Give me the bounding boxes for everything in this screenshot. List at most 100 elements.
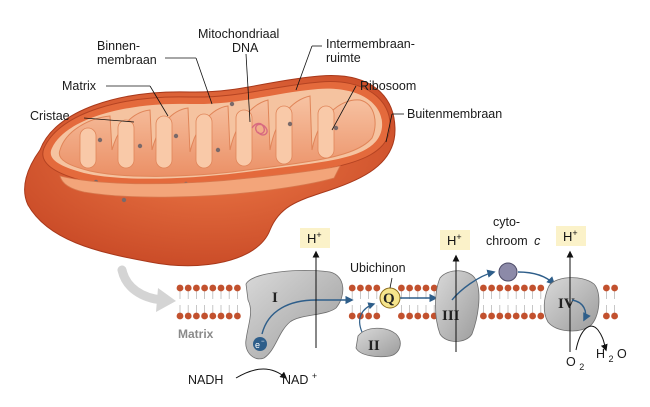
- lipid-head: [234, 312, 241, 320]
- label-cristae: Cristae: [30, 109, 70, 123]
- lipid-head: [398, 284, 405, 292]
- lipid-head: [521, 312, 528, 320]
- label-mitochondriaal-1: Mitochondriaal: [198, 27, 279, 41]
- electron-path-IV: [571, 299, 591, 322]
- lipid-head: [430, 284, 438, 292]
- hplus-3-sup: +: [572, 228, 577, 238]
- hplus-box-1: H+: [300, 228, 330, 248]
- lipid-head: [184, 312, 192, 320]
- lipid-head: [234, 284, 241, 292]
- lipid-head: [201, 312, 209, 320]
- zoom-arrow-head: [156, 288, 176, 312]
- label-buitenmembraan: Buitenmembraan: [407, 107, 502, 121]
- lipid-head: [201, 284, 209, 292]
- top-labels: [83, 45, 404, 143]
- dna-coil: [251, 122, 268, 136]
- electron-sup: −: [261, 339, 265, 345]
- lipid-head: [512, 312, 520, 320]
- lipid-head: [176, 312, 184, 320]
- lipid-head: [373, 312, 381, 320]
- label-cytochroom-1: cyto-: [493, 215, 520, 229]
- label-binnenmembraan-2: membraan: [97, 53, 157, 67]
- lipid-head: [480, 312, 487, 320]
- electron-label: e: [255, 340, 260, 350]
- lipid-head: [480, 284, 487, 292]
- electron-path-cyt: [517, 271, 556, 286]
- lipid-head: [611, 312, 618, 320]
- lipid-head: [217, 284, 225, 292]
- matrix-cristae: [58, 95, 376, 177]
- front-section: [59, 165, 341, 198]
- label-cytochroom-2-text: chroom: [486, 234, 528, 248]
- lipid-head: [348, 312, 356, 320]
- complex-II: [355, 327, 401, 358]
- lipid-head: [217, 312, 225, 320]
- lipid-head: [414, 312, 422, 320]
- o2-arrow: [575, 325, 608, 352]
- hplus-box-2: H+: [440, 230, 470, 250]
- lipid-head: [357, 284, 364, 292]
- lipid-head: [398, 312, 405, 320]
- complex-II-label: II: [368, 338, 380, 354]
- lipid-head: [603, 284, 610, 292]
- label-nadh: NADH: [188, 373, 223, 387]
- svg-text:H+: H+: [447, 232, 462, 248]
- label-h2o-sub: 2: [609, 354, 614, 364]
- lipid-head: [512, 284, 520, 292]
- electron-path-III: [451, 269, 496, 301]
- hplus-2-sup: +: [456, 232, 461, 242]
- label-matrix-bottom: Matrix: [178, 327, 214, 341]
- lipid-head: [537, 312, 545, 320]
- complex-IV-label: IV: [558, 296, 575, 312]
- svg-text:H+: H+: [563, 228, 578, 244]
- lipid-head: [488, 284, 495, 292]
- lipid-head: [209, 284, 217, 292]
- label-h2o-o: O: [617, 347, 627, 361]
- lipid-head: [414, 284, 422, 292]
- complex-I-label: I: [272, 290, 278, 306]
- lipid-head: [529, 284, 536, 292]
- lipid-head: [209, 312, 217, 320]
- hplus-2-h: H: [447, 233, 456, 248]
- lipid-head: [422, 312, 430, 320]
- label-intermembraan-2: ruimte: [326, 51, 361, 65]
- label-o2: O 2: [566, 355, 584, 372]
- lipid-head: [348, 284, 356, 292]
- lipid-head: [225, 312, 233, 320]
- label-ribosoom: Ribosoom: [360, 79, 416, 93]
- complex-III: [435, 270, 480, 342]
- hplus-3-h: H: [563, 229, 572, 244]
- electron-icon: [253, 337, 267, 351]
- label-nad-plus: +: [312, 371, 317, 381]
- lipid-head: [603, 312, 610, 320]
- hplus-1-h: H: [307, 231, 316, 246]
- nadh-arrow: [235, 368, 288, 379]
- lipid-head: [529, 312, 536, 320]
- label-intermembraan-1: Intermembraan-: [326, 37, 415, 51]
- label-ubichinon: Ubichinon: [350, 261, 406, 275]
- mitochondrion: [24, 75, 396, 267]
- lipid-head: [176, 284, 184, 292]
- electron-path-II: [359, 302, 376, 333]
- lipid-head: [521, 284, 528, 292]
- svg-text:H+: H+: [307, 230, 322, 246]
- hplus-1-sup: +: [316, 230, 321, 240]
- label-o2-o: O: [566, 355, 576, 369]
- lipid-head: [496, 312, 504, 320]
- lipid-head: [537, 284, 545, 292]
- label-mitochondriaal-2: DNA: [232, 41, 259, 55]
- cristae-folds: [79, 105, 335, 169]
- lipid-head: [504, 284, 512, 292]
- lipid-head: [373, 284, 381, 292]
- label-binnenmembraan-1: Binnen-: [97, 39, 140, 53]
- zoom-arrow: [117, 265, 167, 305]
- lipid-head: [496, 284, 504, 292]
- label-cytochroom-c: c: [534, 234, 541, 248]
- lipid-head: [193, 312, 200, 320]
- lipid-head: [611, 284, 618, 292]
- lipid-head: [406, 284, 413, 292]
- complex-III-label: III: [442, 308, 460, 324]
- lipid-head: [225, 284, 233, 292]
- cytochrome-c: [498, 262, 518, 282]
- label-h2o: H 2 O: [596, 347, 627, 365]
